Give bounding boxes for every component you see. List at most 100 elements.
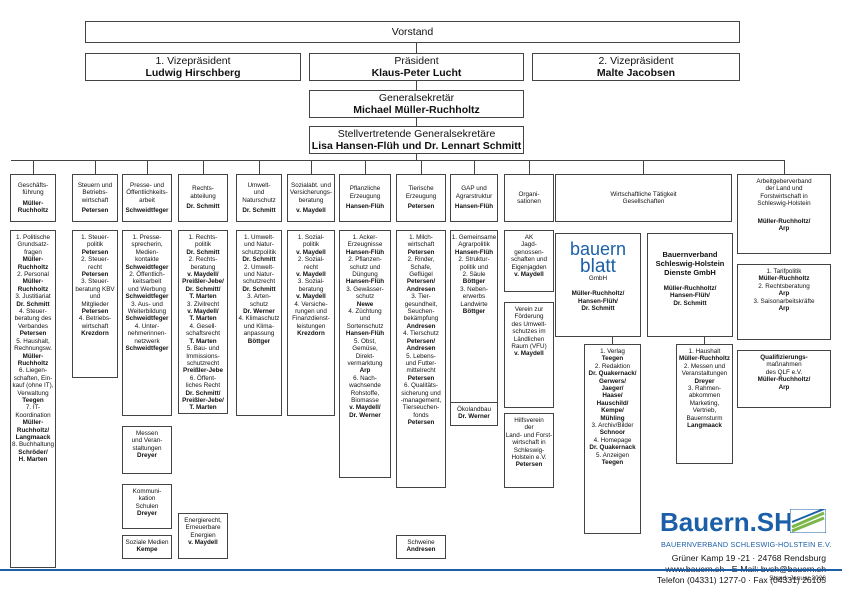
generalsekretaer-box: Generalsekretär Michael Müller-Ruchholtz xyxy=(309,90,524,118)
item-text: 5. Anzeigen xyxy=(596,451,629,459)
item-text: 6. Qualitäts- sicherung und -management,… xyxy=(400,382,442,419)
item-person: Hansen-Flüh xyxy=(345,248,385,256)
item-person: Böttger xyxy=(462,308,486,316)
list-item: 5. Haushalt, Rechnungsw.Müller- Ruchholt… xyxy=(11,338,55,368)
subunit-person: Petersen xyxy=(515,461,543,469)
item-person: v. Maydell xyxy=(514,271,544,279)
column-connector xyxy=(421,160,422,174)
item-person: Dr. Schmitt xyxy=(242,256,276,264)
subunit-person: Dreyer xyxy=(137,452,157,460)
item-text: 4. Tierschutz xyxy=(403,330,439,338)
column-connector xyxy=(529,160,530,174)
item-text: 3. Aus- und Weiterbildung xyxy=(127,300,167,316)
item-text: 1. Haushalt xyxy=(688,348,721,355)
item-text: 4. Unter- nehmerinnen- netzwerk xyxy=(127,322,167,345)
item-person: Newe xyxy=(356,300,374,308)
item-text: 5. Bau- und Immissions- schutzrecht xyxy=(186,345,220,367)
list-item: AK Jagd- genossen- schaften und Eigenjag… xyxy=(505,234,553,278)
item-person: Böttger xyxy=(462,278,486,286)
column-connector xyxy=(147,160,148,174)
item-person: Krezdorn xyxy=(81,330,109,338)
item-person: Petersen/ Andresen xyxy=(406,337,436,353)
bb-head-box: bauern blatt GmbH Müller-Ruchholtz/ Hans… xyxy=(555,233,641,337)
item-text: 3. Sozial- beratung xyxy=(297,278,325,293)
item-person: Langmaack xyxy=(687,422,722,430)
department-head: Petersen xyxy=(407,203,435,211)
praesident-title: Präsident xyxy=(394,55,439,67)
address-line1: Grüner Kamp 19 -21 · 24768 Rendsburg xyxy=(671,553,826,563)
department-head: Dr. Schmitt xyxy=(242,206,276,214)
item-person: Müller-Ruchholtz xyxy=(678,355,731,363)
item-text: 2. Struktur- politik und 2. Säule xyxy=(458,256,490,279)
item-text: 2. Messen und Veranstaltungen xyxy=(681,362,728,378)
item-person: Petersen xyxy=(81,308,109,316)
column-connector xyxy=(365,160,366,174)
list-item: 6. Liegen- schaften, Ein- kauf (ohne IT)… xyxy=(11,367,55,404)
item-person: Dr. Quakernack/ Gerwers/ Jaeger/ Haase/ … xyxy=(588,370,637,422)
item-person: Petersen xyxy=(81,271,109,279)
subunit-text: Schweine xyxy=(407,539,435,546)
item-text: 1. Politische Grundsatz- fragen xyxy=(16,234,50,256)
department-subunit: Verein zur Förderung des Umwelt- schutze… xyxy=(504,302,554,408)
department-title: Geschäfts- führung xyxy=(17,181,49,197)
department-title: GAP und Agrarstruktur xyxy=(455,185,493,200)
item-text: 3. Zivilrecht xyxy=(186,300,220,308)
item-text: 1. Verlag xyxy=(600,348,625,355)
item-text: 6. Liegen- schaften, Ein- kauf (ohne IT)… xyxy=(12,367,54,397)
department-head: Müller- Ruchholtz xyxy=(17,199,49,214)
bb-head: Müller-Ruchholtz/ Hansen-Flüh/ Dr. Schmi… xyxy=(571,290,625,313)
item-text: AK Jagd- genossen- schaften und Eigenjag… xyxy=(510,234,548,271)
item-text: 3. Gewässer- schutz xyxy=(346,285,384,301)
connector-stellv xyxy=(416,118,417,126)
ag-connector xyxy=(784,160,785,174)
item-text: 4. Versiche- rungen und Finanzdienst- le… xyxy=(292,300,330,330)
item-person: v. Maydell/ Preißler-Jebe/ Dr. Schmitt/ … xyxy=(182,271,224,301)
item-person: v. Maydell xyxy=(296,293,326,301)
item-person: Müller-Ruchholtz xyxy=(758,275,810,283)
item-person: Dr. Schmitt xyxy=(16,300,50,308)
item-person: Dr. Quakernack xyxy=(589,444,636,452)
subunit-text: Verein zur Förderung des Umwelt- schutze… xyxy=(511,306,547,351)
department-subunit: Hilfsverein der Land- und Forst- wirtsch… xyxy=(504,413,554,488)
item-text: 2. Pflanzen- schutz und Düngung xyxy=(348,256,382,279)
vp1-title: 1. Vizepräsident xyxy=(155,55,231,67)
item-text: 3. Justitiariat xyxy=(15,293,51,301)
subunit-person: Kempe xyxy=(136,546,158,554)
ag-head-box: Arbeitgeberverband der Land und Forstwir… xyxy=(737,174,831,254)
column-connector xyxy=(95,160,96,174)
vorstand-label: Vorstand xyxy=(391,26,434,38)
item-text: 3. Rahmen- abkommen Marketing, Vertrieb,… xyxy=(686,385,723,422)
bauernblatt-logo: bauern blatt xyxy=(556,240,640,276)
item-person: Teegen xyxy=(601,459,624,467)
item-text: 2. Steuer- recht xyxy=(81,256,109,271)
bvd-head-box: Bauernverband Schleswig-Holstein Dienste… xyxy=(647,233,733,337)
item-text: 2. Sozial- recht xyxy=(297,256,325,271)
item-text: 5. Lebens- und Futter- mittelrecht xyxy=(405,352,437,375)
list-item: 3. Tier- gesundheit, Seuchen- bekämpfung… xyxy=(397,293,445,330)
item-text: 2. Rechts- beratung xyxy=(188,256,218,271)
item-person: v. Maydell/ T. Marten xyxy=(187,308,219,323)
department-items: AK Jagd- genossen- schaften und Eigenjag… xyxy=(504,230,554,292)
